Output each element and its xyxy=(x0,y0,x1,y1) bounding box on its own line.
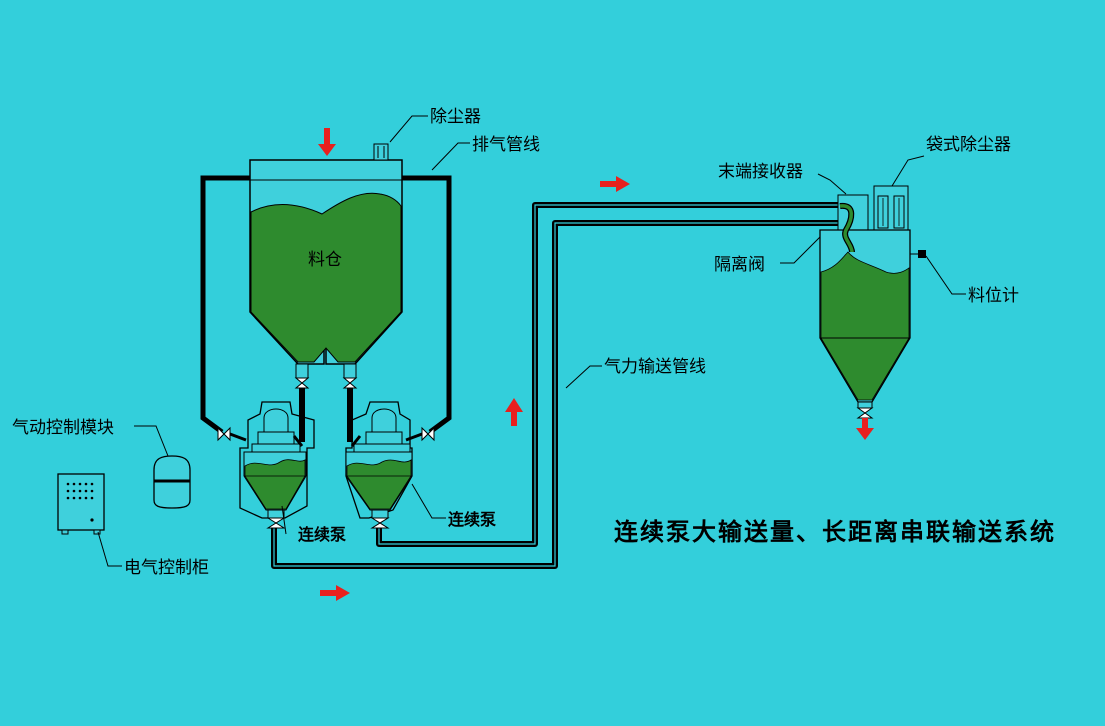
level-gauge xyxy=(918,250,926,258)
pneumatic-control-module xyxy=(153,455,191,509)
pump-left xyxy=(217,401,315,529)
label-isolation-valve: 隔离阀 xyxy=(714,255,765,275)
pump-right xyxy=(345,401,435,529)
leader-lines xyxy=(97,115,966,567)
bag-dust-collector xyxy=(873,185,909,231)
diagram-title: 连续泵大输送量、长距离串联输送系统 xyxy=(614,518,1056,546)
end-receiver xyxy=(819,185,926,419)
arrow-right-icon xyxy=(600,176,630,192)
label-bag-dust-collector: 袋式除尘器 xyxy=(926,135,1011,155)
exhaust-pipe-right xyxy=(402,175,452,435)
labels: 除尘器 排气管线 袋式除尘器 末端接收器 料仓 隔离阀 料位计 气力输送管线 气… xyxy=(12,107,1056,578)
arrow-down-icon xyxy=(318,128,336,156)
exhaust-pipes xyxy=(200,175,452,435)
label-exhaust-line: 排气管线 xyxy=(472,135,540,155)
label-pump-left: 连续泵 xyxy=(298,525,346,544)
silo-valve-right xyxy=(342,377,358,389)
label-pump-right: 连续泵 xyxy=(448,510,496,529)
label-pneumatic-module: 气动控制模块 xyxy=(12,418,114,438)
label-dust-collector: 除尘器 xyxy=(430,107,481,127)
silo-valve-left xyxy=(294,377,310,389)
electric-control-cabinet xyxy=(57,473,105,535)
pipe-highlight xyxy=(273,204,840,567)
arrow-up-icon xyxy=(505,398,523,426)
label-level-gauge: 料位计 xyxy=(968,286,1019,306)
label-pneumatic-line: 气力输送管线 xyxy=(604,357,706,377)
arrow-right-icon xyxy=(320,585,350,601)
label-electric-cabinet: 电气控制柜 xyxy=(124,558,209,578)
silo xyxy=(249,143,403,389)
arrow-down-icon xyxy=(856,418,874,440)
dust-collector xyxy=(373,143,389,161)
label-silo: 料仓 xyxy=(308,250,342,270)
flow-arrows xyxy=(318,128,874,601)
silo-material xyxy=(250,192,402,363)
label-end-receiver: 末端接收器 xyxy=(718,162,803,182)
exhaust-pipe-left xyxy=(200,175,252,435)
